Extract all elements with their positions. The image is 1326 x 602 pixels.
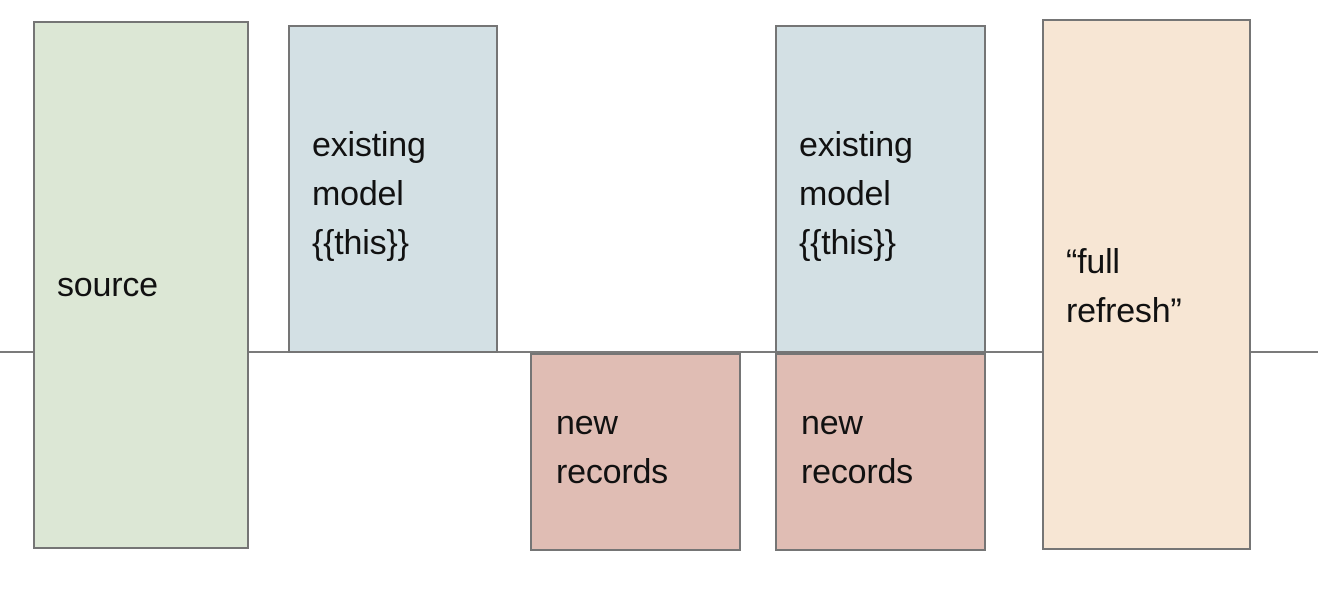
block-existing-model-1-label: existing model {{this}}	[312, 126, 426, 262]
block-existing-model-1[interactable]: existing model {{this}}	[288, 25, 498, 353]
horizontal-divider-line	[0, 351, 1318, 353]
block-new-records-2-label: new records	[801, 404, 913, 491]
block-full-refresh-label: “full refresh”	[1066, 243, 1182, 330]
block-source-label: source	[57, 265, 158, 304]
block-new-records-2[interactable]: new records	[775, 353, 986, 551]
block-existing-model-2-label: existing model {{this}}	[799, 126, 913, 262]
block-existing-model-2[interactable]: existing model {{this}}	[775, 25, 986, 353]
block-source[interactable]: source	[33, 21, 249, 549]
block-full-refresh[interactable]: “full refresh”	[1042, 19, 1251, 550]
block-new-records-1-label: new records	[556, 404, 668, 491]
block-new-records-1[interactable]: new records	[530, 353, 741, 551]
